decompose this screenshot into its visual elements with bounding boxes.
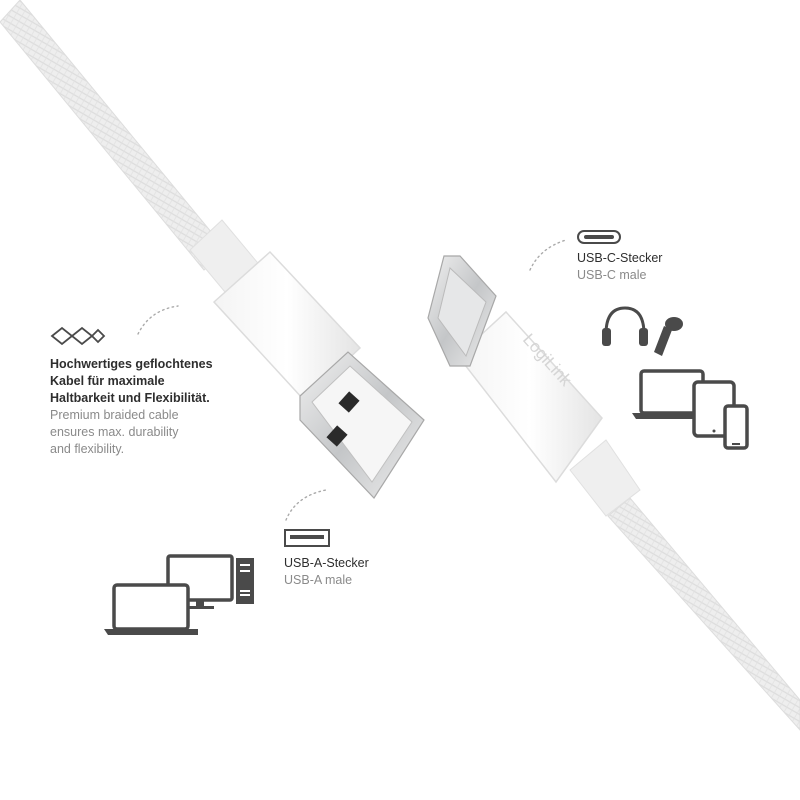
infinity-icon [50, 326, 106, 346]
braided-title-line: Hochwertiges geflochtenes [50, 357, 213, 371]
braided-text-line: ensures max. durability [50, 425, 179, 439]
usb-a-cable [0, 0, 425, 499]
earbud-icon [654, 317, 683, 356]
usb-a-subtitle: USB-A male [284, 573, 353, 587]
leader-lines [137, 239, 567, 521]
monitor-icon [166, 554, 234, 609]
usb-c-feature-text: USB-C-Stecker USB-C male [577, 250, 727, 284]
usb-c-title: USB-C-Stecker [577, 251, 663, 265]
braided-feature-text: Hochwertiges geflochtenes Kabel für maxi… [50, 356, 250, 458]
braided-title-line: Haltbarkeit und Flexibilität. [50, 391, 210, 405]
usb-a-feature-text: USB-A-Stecker USB-A male [284, 555, 434, 589]
laptop-icon [104, 583, 198, 635]
smartphone-icon [723, 404, 749, 450]
usb-c-cable: LogiLink [427, 255, 800, 731]
usb-a-port-icon [284, 529, 330, 547]
headphones-icon [602, 306, 648, 346]
usb-c-subtitle: USB-C male [577, 268, 647, 282]
usb-a-title: USB-A-Stecker [284, 556, 369, 570]
braided-title-line: Kabel für maximale [50, 374, 165, 388]
braided-text-line: Premium braided cable [50, 408, 179, 422]
desktop-tower-icon [236, 558, 254, 604]
braided-text-line: and flexibility. [50, 442, 125, 456]
usb-c-port-icon [577, 230, 621, 244]
